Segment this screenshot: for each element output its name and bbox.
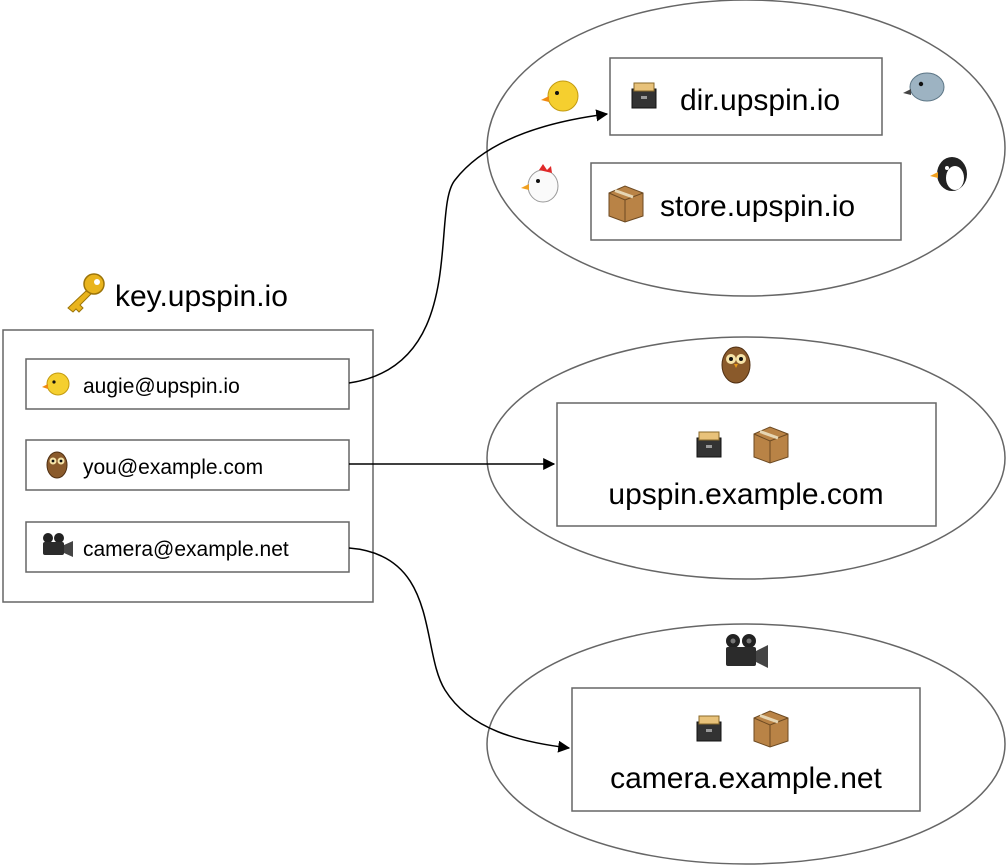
dir-server-label: dir.upspin.io (680, 84, 840, 117)
arrow-camera-to-example-net (348, 547, 571, 753)
upspin-example-com-server-box[interactable] (556, 402, 937, 527)
user-augie-label: augie@upspin.io (83, 375, 240, 398)
chicken-icon (521, 164, 559, 203)
file-cabinet-icon (631, 82, 657, 109)
camera-example-net-server-box[interactable] (571, 687, 921, 812)
key-server-title: key.upspin.io (115, 280, 288, 313)
owl-icon (46, 451, 68, 479)
penguin-icon (930, 157, 967, 191)
arrow-augie-to-dir (348, 109, 609, 384)
chick-icon (42, 372, 70, 396)
upspin-example-com-label: upspin.example.com (608, 478, 883, 511)
movie-camera-icon (726, 634, 768, 668)
bird-icon (903, 72, 945, 102)
upspin-io-cluster (486, 0, 1006, 297)
file-cabinet-icon (696, 431, 722, 458)
owl-icon (721, 346, 751, 384)
package-icon (753, 710, 789, 748)
chick-icon (541, 80, 579, 112)
user-entry-camera[interactable] (25, 521, 350, 573)
movie-camera-icon (43, 533, 73, 557)
store-server-label: store.upspin.io (660, 190, 855, 223)
user-you-label: you@example.com (83, 456, 263, 479)
user-entry-augie[interactable] (25, 358, 350, 410)
user-entry-you[interactable] (25, 439, 350, 491)
key-icon (67, 273, 105, 313)
package-icon (753, 426, 789, 464)
user-camera-label: camera@example.net (83, 538, 289, 561)
file-cabinet-icon (696, 715, 722, 742)
camera-example-net-label: camera.example.net (610, 762, 882, 795)
package-icon (608, 185, 644, 223)
